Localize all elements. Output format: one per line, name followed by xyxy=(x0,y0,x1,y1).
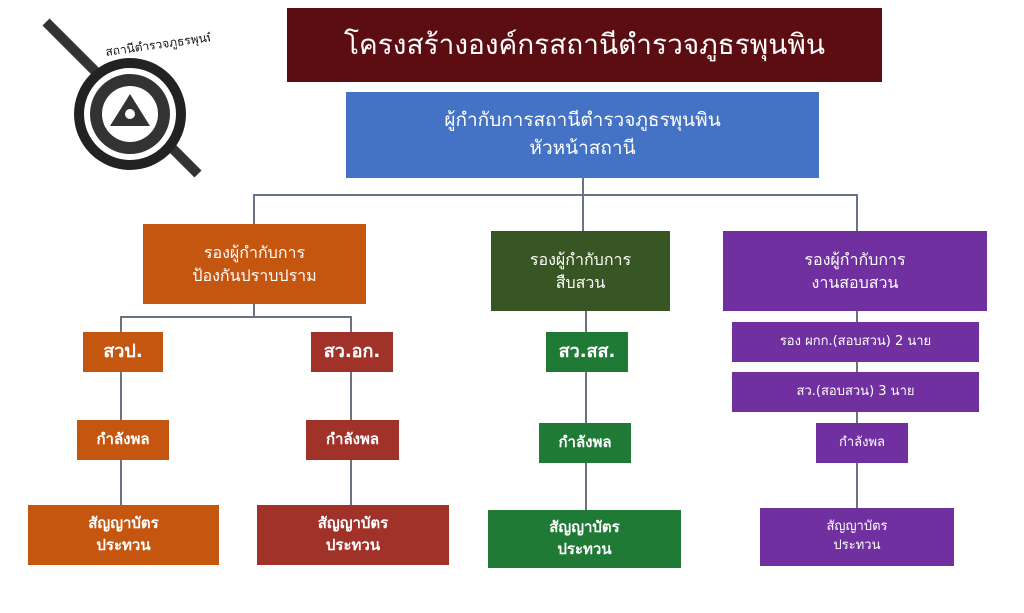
deputy-dept: ป้องกันปราบปราม xyxy=(192,266,317,285)
commissioned-label: สัญญาบัตร xyxy=(88,514,159,533)
deputy-dept: สืบสวน xyxy=(555,273,606,292)
inquiry-deputy-box: รอง ผกก.(สอบสวน) 2 นาย xyxy=(732,322,979,362)
inquiry-ranks-box: สัญญาบัตร ประทวน xyxy=(760,508,954,566)
deputy-label: รองผู้กำกับการ xyxy=(529,249,632,269)
commissioned-label: สัญญาบัตร xyxy=(317,514,389,533)
svg-text:สถานีตำรวจภูธรพุนพิน: สถานีตำรวจภูธรพุนพิน xyxy=(104,29,210,60)
investigation-unit-box: สว.สส. xyxy=(546,332,628,372)
chief-role: หัวหน้าสถานี xyxy=(529,137,636,159)
deputy-investigation-box: รองผู้กำกับการ สืบสวน xyxy=(491,231,670,311)
deputy-prevention-box: รองผู้กำกับการ ป้องกันปราบปราม xyxy=(143,224,366,304)
patrol-staff-box: กำลังพล xyxy=(77,420,169,460)
patrol-ranks-box: สัญญาบัตร ประทวน xyxy=(28,505,219,565)
admin-ranks-box: สัญญาบัตร ประทวน xyxy=(257,505,449,565)
commissioned-label: สัญญาบัตร xyxy=(549,518,620,537)
station-chief-box: ผู้กำกับการสถานีตำรวจภูธรพุนพิน หัวหน้าส… xyxy=(346,92,819,178)
admin-staff-box: กำลังพล xyxy=(306,420,399,460)
non-commissioned-label: ประทวน xyxy=(833,538,881,553)
deputy-dept: งานสอบสวน xyxy=(811,273,899,292)
investigation-ranks-box: สัญญาบัตร ประทวน xyxy=(488,510,681,568)
admin-unit-box: สว.อก. xyxy=(311,332,393,372)
deputy-inquiry-box: รองผู้กำกับการ งานสอบสวน xyxy=(723,231,987,311)
deputy-label: รองผู้กำกับการ xyxy=(804,249,906,269)
non-commissioned-label: ประทวน xyxy=(325,536,381,554)
deputy-label: รองผู้กำกับการ xyxy=(203,242,306,262)
page-title: โครงสร้างองค์กรสถานีตำรวจภูธรพุนพิน xyxy=(287,8,882,82)
chief-title: ผู้กำกับการสถานีตำรวจภูธรพุนพิน xyxy=(444,109,721,132)
investigation-staff-box: กำลังพล xyxy=(539,423,631,463)
inquiry-staff-box: กำลังพล xyxy=(816,423,908,463)
patrol-unit-box: สวป. xyxy=(83,332,163,372)
inquiry-inspector-box: สว.(สอบสวน) 3 นาย xyxy=(732,372,979,412)
non-commissioned-label: ประทวน xyxy=(96,536,151,554)
non-commissioned-label: ประทวน xyxy=(557,540,612,558)
commissioned-label: สัญญาบัตร xyxy=(826,519,888,535)
police-station-logo: สถานีตำรวจภูธรพุนพิน xyxy=(38,14,224,182)
